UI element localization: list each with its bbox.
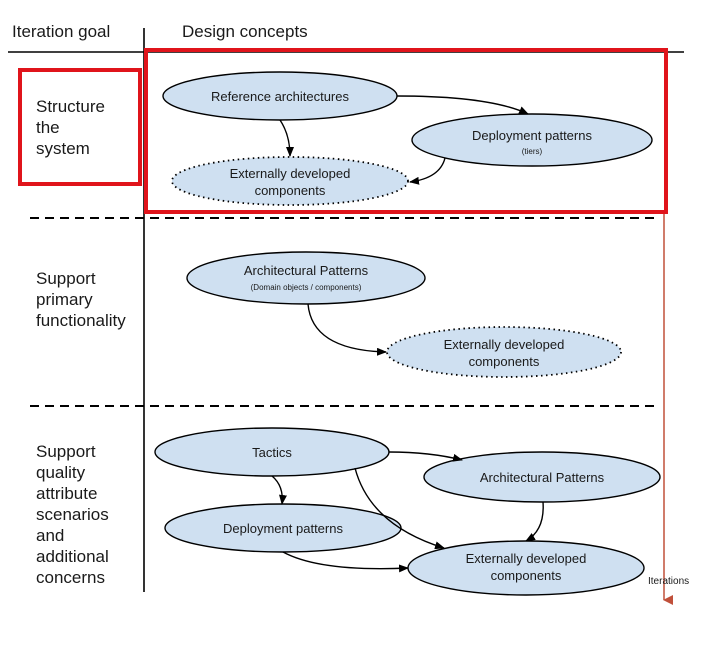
node-externally-developed-2-label1: Externally developed <box>444 337 565 352</box>
node-externally-developed-3-label1: Externally developed <box>466 551 587 566</box>
node-externally-developed-1 <box>171 156 409 206</box>
edge-arch-to-ext-3 <box>525 501 544 542</box>
goal-line: the <box>36 118 60 137</box>
goal-line: primary <box>36 290 93 309</box>
node-externally-developed-1-label2: components <box>255 183 326 198</box>
goal-line: concerns <box>36 568 105 587</box>
edge-ref-to-deploy <box>396 95 529 115</box>
node-architectural-patterns-1-sub: (Domain objects / components) <box>251 283 362 292</box>
goal-primary-functionality: Support primary functionality <box>36 268 126 331</box>
edge-deploy-to-ext <box>409 157 446 185</box>
goal-line: Support <box>36 442 96 461</box>
goal-line: attribute <box>36 484 98 503</box>
node-externally-developed-2-label2: components <box>469 354 540 369</box>
node-deployment-patterns-2-label: Deployment patterns <box>223 521 343 536</box>
edge-ref-to-ext <box>279 119 294 157</box>
node-deployment-patterns-1 <box>411 113 653 167</box>
node-reference-architectures-label: Reference architectures <box>211 89 350 104</box>
goal-line: quality <box>36 463 86 482</box>
goal-line: and <box>36 526 65 545</box>
goal-line: scenarios <box>36 505 109 524</box>
node-externally-developed-3-label2: components <box>491 568 562 583</box>
goal-line: functionality <box>36 311 126 330</box>
node-externally-developed-2 <box>386 326 622 378</box>
node-architectural-patterns-1-label: Architectural Patterns <box>244 263 369 278</box>
node-architectural-patterns-1 <box>186 251 426 305</box>
node-deployment-patterns-1-label: Deployment patterns <box>472 128 592 143</box>
goal-quality-attributes: Support quality attribute scenarios and … <box>36 441 109 588</box>
goal-line: Structure <box>36 97 105 116</box>
highlight-concepts-box <box>144 48 668 214</box>
highlight-goal-box <box>18 68 142 186</box>
edge-arch-to-ext <box>307 303 387 356</box>
goal-structure-system: Structure the system <box>36 96 105 159</box>
goal-line: additional <box>36 547 109 566</box>
edge-tactics-to-ext <box>354 467 445 550</box>
node-architectural-patterns-2-label: Architectural Patterns <box>480 470 605 485</box>
edge-deploy-to-ext-3 <box>282 551 409 573</box>
iterations-label: Iterations <box>648 576 689 587</box>
edge-tactics-to-arch <box>388 451 463 462</box>
goal-line: Support <box>36 269 96 288</box>
goal-line: system <box>36 139 90 158</box>
node-externally-developed-1-label1: Externally developed <box>230 166 351 181</box>
header-iteration-goal: Iteration goal <box>12 22 111 41</box>
edge-tactics-to-deploy <box>271 475 287 505</box>
node-tactics-label: Tactics <box>252 445 292 460</box>
node-deployment-patterns-1-sub: (tiers) <box>522 147 543 156</box>
header-design-concepts: Design concepts <box>182 22 308 41</box>
node-architectural-patterns-2 <box>423 451 661 503</box>
